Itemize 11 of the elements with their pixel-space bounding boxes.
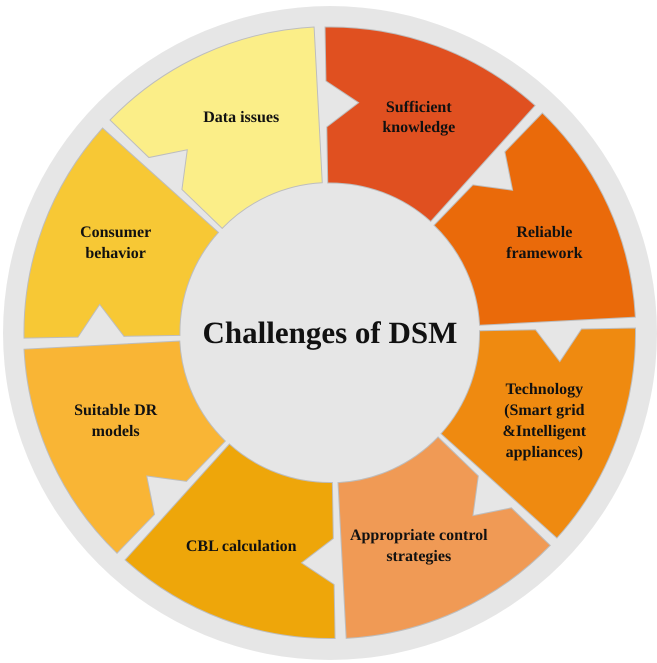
segment-label: Technology (Smart grid &Intelligent appliances) [502, 380, 588, 463]
segment-label: Data issues [202, 108, 280, 128]
ring-segment [125, 444, 336, 639]
segment-label: CBL calculation [184, 536, 298, 557]
segment-label: Reliable framework [505, 223, 584, 264]
segment-label: Consumer behavior [79, 223, 152, 264]
center-title: Challenges of DSM [202, 315, 458, 351]
segment-label: Sufficient knowledge [381, 98, 456, 138]
segment-label: Suitable DR models [73, 400, 158, 442]
segment-label: Appropriate control strategies [348, 526, 489, 568]
ring-segment [324, 27, 535, 222]
